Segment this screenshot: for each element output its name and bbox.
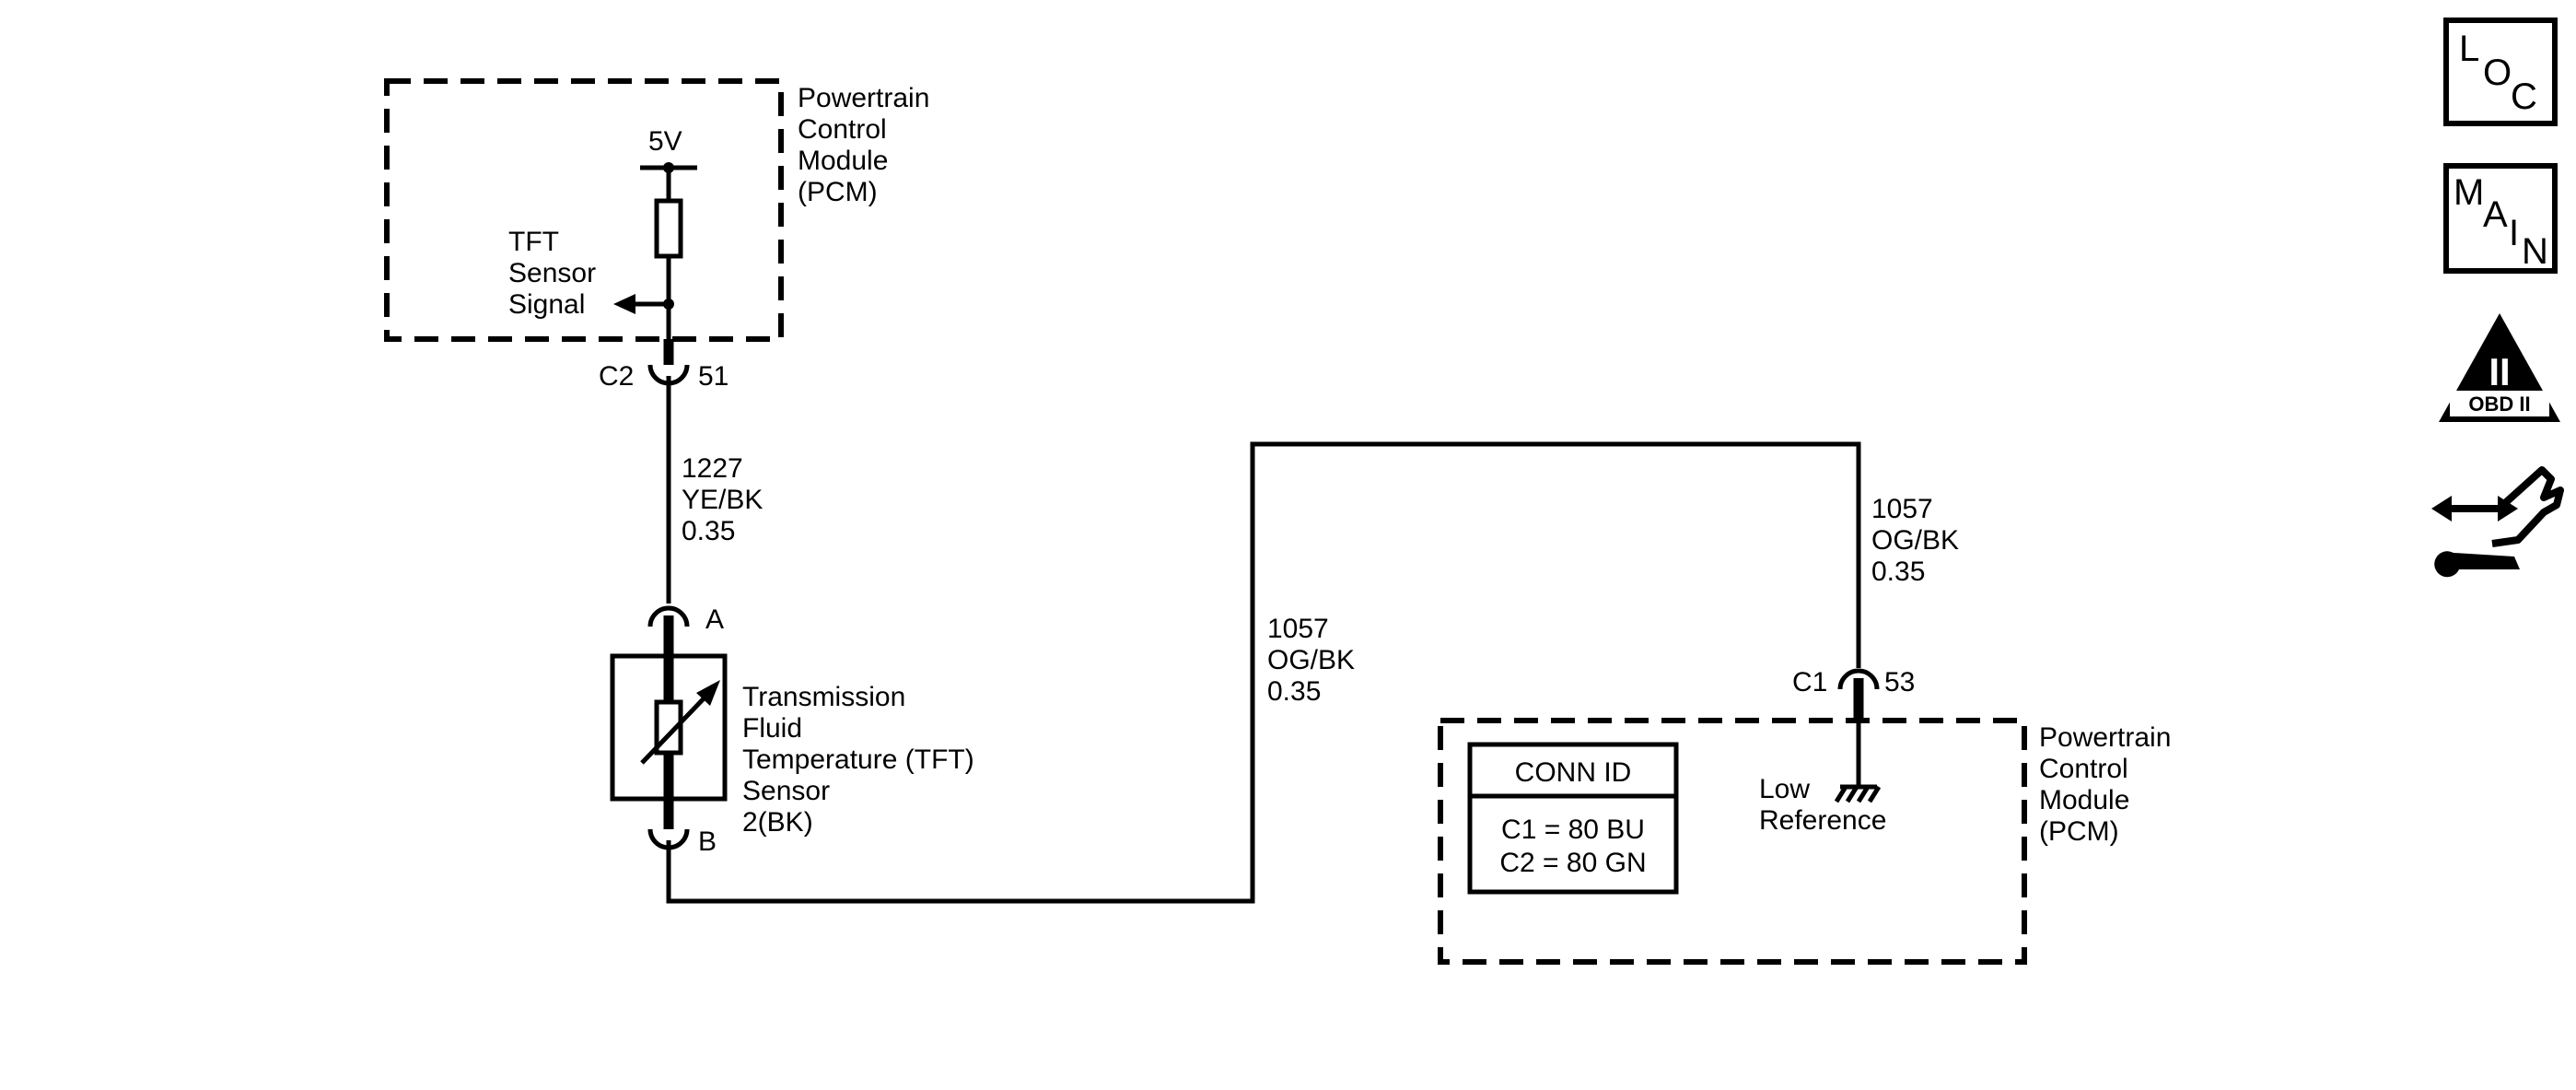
variable-arrow-icon (696, 680, 720, 706)
pcm-top-title-line: (PCM) (798, 177, 878, 207)
pcm-top-title: Powertrain Control Module (PCM) (798, 83, 929, 207)
conn-id-title: CONN ID (1515, 757, 1632, 788)
sensor-pin-a-connector-icon (647, 605, 690, 627)
pullup-resistor (654, 198, 683, 259)
low-reference-label-line: Reference (1759, 805, 1886, 836)
supply-voltage-label: 5V (648, 126, 682, 157)
c2-connector-label: C2 (599, 361, 634, 392)
tft-sensor-label-line: Temperature (TFT) (742, 744, 974, 775)
wire-1227-label-line: 1227 (682, 453, 743, 484)
pcm-top-title-line: Powertrain (798, 83, 929, 113)
hand-wrench-icon[interactable] (2431, 466, 2564, 578)
pcm-bottom-boundary (1438, 718, 2027, 965)
wire-1057-right-label-line: 1057 (1871, 494, 1933, 524)
wire-1057-right-label: 1057 OG/BK 0.35 (1871, 494, 1959, 587)
signal-arrow-icon (613, 294, 635, 314)
c1-connector-icon (1837, 668, 1880, 690)
tft-sensor-label: Transmission Fluid Temperature (TFT) Sen… (742, 682, 974, 838)
pcm-top-boundary (384, 78, 784, 342)
pcm-top-title-line: Control (798, 114, 887, 145)
c1-pin-label: 53 (1884, 667, 1915, 697)
wire-1227-label-line: YE/BK (682, 485, 763, 515)
location-icon[interactable]: L O C (2443, 18, 2558, 126)
wire-1057-left-label-line: OG/BK (1267, 645, 1355, 675)
low-reference-label-line: Low (1759, 774, 1810, 804)
tft-sensor-label-line: 2(BK) (742, 807, 813, 838)
conn-id-row: C1 = 80 BU (1501, 815, 1645, 845)
conn-id-frame (1467, 742, 1679, 895)
pcm-bottom-title-line: (PCM) (2039, 816, 2119, 847)
obd2-label: OBD II (2468, 393, 2530, 416)
sensor-pin-b-label: B (698, 826, 717, 857)
loc-letter: O (2483, 53, 2512, 93)
conn-id-table: CONN ID C1 = 80 BU C2 = 80 GN (1467, 742, 1679, 895)
c1-connector-label: C1 (1792, 667, 1827, 697)
tft-signal-label-line: Sensor (508, 258, 596, 288)
tft-signal-label-line: TFT (508, 227, 559, 257)
pcm-top-title-line: Module (798, 146, 888, 176)
main-index-icon[interactable]: M A I N (2443, 163, 2558, 274)
c2-pin-label: 51 (698, 361, 729, 392)
obd2-icon[interactable]: II OBD II (2439, 313, 2560, 422)
sensor-pin-a-label: A (705, 604, 724, 635)
wire-1227-label: 1227 YE/BK 0.35 (682, 453, 763, 546)
main-letter: I (2509, 213, 2519, 253)
loc-letter: C (2511, 76, 2537, 117)
wire-1057-left-label-line: 0.35 (1267, 676, 1321, 707)
pcm-bottom-title-line: Control (2039, 754, 2128, 784)
main-letter: N (2522, 231, 2548, 272)
wire-1057-right-label-line: OG/BK (1871, 525, 1959, 556)
tft-signal-label-line: Signal (508, 289, 585, 320)
loc-letter: L (2459, 29, 2479, 69)
wire-1057-left-label: 1057 OG/BK 0.35 (1267, 614, 1355, 707)
variable-arrow-line (640, 691, 711, 765)
main-letter: M (2454, 172, 2484, 213)
tft-sensor-label-line: Transmission (742, 682, 905, 712)
pcm-bottom-title-line: Module (2039, 785, 2129, 815)
wire-1227-label-line: 0.35 (682, 516, 735, 546)
conn-id-row: C2 = 80 GN (1499, 848, 1646, 878)
wire-1057-left-label-line: 1057 (1267, 614, 1329, 644)
main-letter: A (2483, 194, 2508, 235)
pcm-bottom-title: Powertrain Control Module (PCM) (2039, 722, 2171, 847)
wire-1057 (666, 441, 1861, 904)
tft-signal-label: TFT Sensor Signal (508, 227, 596, 320)
pcm-bottom-title-line: Powertrain (2039, 722, 2171, 753)
low-reference-label: Low Reference (1759, 774, 1886, 836)
chassis-ground-icon (1834, 784, 1882, 803)
tft-sensor-label-line: Fluid (742, 713, 802, 744)
tft-sensor-label-line: Sensor (742, 776, 830, 806)
obd2-numeral: II (2489, 350, 2510, 393)
wire-1057-right-label-line: 0.35 (1871, 557, 1925, 587)
